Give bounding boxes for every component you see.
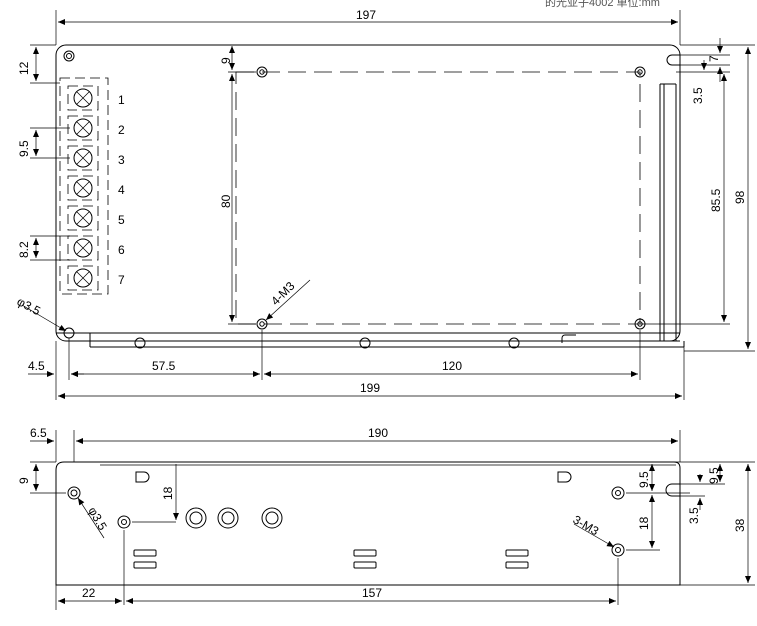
side-screw-right-bottom <box>611 543 625 557</box>
side-screw-right-top <box>611 486 625 500</box>
terminal-screws <box>67 85 99 291</box>
rail-feature-3 <box>508 337 520 349</box>
top-slot <box>666 54 680 66</box>
dim-18-vent-label: 18 <box>161 486 175 500</box>
m3-3-callout: 3-M3 <box>571 512 602 538</box>
terminal-4 <box>67 175 99 201</box>
mount-hole-tl <box>256 66 268 78</box>
rail-feature-2 <box>359 337 371 349</box>
dim-7-label: 7 <box>707 55 721 62</box>
top-plate-outline <box>55 44 681 342</box>
top-view: 1 9 7 <box>15 8 755 400</box>
terminal-label-3: 3 <box>118 153 125 167</box>
side-hole-left <box>67 486 81 500</box>
phi-3-5-side-callout: φ3.5 <box>85 505 110 533</box>
dim-85-5-label: 85.5 <box>709 188 723 212</box>
dim-57-5-label: 57.5 <box>152 359 176 373</box>
mount-hole-tr <box>634 66 646 78</box>
dim-197-label: 197 <box>356 8 376 22</box>
header-note: 的光亚子4002 单位:mm <box>545 0 660 9</box>
terminal-5 <box>67 205 99 231</box>
side-slot <box>665 483 680 497</box>
dim-9-5-label: 9.5 <box>17 140 31 157</box>
side-d-cutout-left <box>135 471 150 483</box>
terminal-label-5: 5 <box>118 213 125 227</box>
pcb-outline <box>235 71 641 325</box>
terminal-label-4: 4 <box>118 183 125 197</box>
rail-feature-1 <box>134 337 146 349</box>
terminal-label-7: 7 <box>118 273 125 287</box>
dim-9-side-label: 9 <box>17 477 31 484</box>
dim-9-label: 9 <box>219 57 233 64</box>
terminal-block-outline <box>59 77 109 295</box>
dim-12-label: 12 <box>17 61 31 75</box>
rail-feature-4 <box>561 334 576 343</box>
terminal-3 <box>67 145 99 171</box>
side-vent-slots <box>133 549 529 569</box>
corner-hole-top <box>63 50 75 62</box>
terminal-label-6: 6 <box>118 243 125 257</box>
dim-9-5-slot-label: 9.5 <box>707 467 721 484</box>
mount-hole-bl <box>256 318 268 330</box>
dim-9-5-side-label: 9.5 <box>637 471 651 488</box>
dim-199-label: 199 <box>360 381 380 395</box>
side-port-1 <box>185 507 207 529</box>
terminal-1 <box>67 85 99 111</box>
dim-98-label: 98 <box>733 190 747 204</box>
side-d-cutout-right <box>557 471 572 483</box>
dim-18-screw-label: 18 <box>637 516 651 530</box>
terminal-7 <box>67 265 99 291</box>
side-port-3 <box>261 507 283 529</box>
side-view: 6.5 190 18 <box>17 426 755 610</box>
dim-3-5-label: 3.5 <box>691 87 705 104</box>
dim-80-label: 80 <box>219 194 233 208</box>
dim-120-label: 120 <box>442 359 462 373</box>
terminal-label-1: 1 <box>118 93 125 107</box>
dim-4-5-label: 4.5 <box>28 359 45 373</box>
m3-4-callout: 4-M3 <box>268 279 297 308</box>
dim-6-5-label: 6.5 <box>30 426 47 440</box>
terminal-label-2: 2 <box>118 123 125 137</box>
terminal-6 <box>67 235 99 261</box>
dim-157-label: 157 <box>362 586 382 600</box>
side-screw-left <box>117 515 131 529</box>
dim-8-2-label: 8.2 <box>17 241 31 258</box>
dim-22-label: 22 <box>82 586 96 600</box>
dim-190-label: 190 <box>368 426 388 440</box>
terminal-2 <box>67 115 99 141</box>
dim-38-label: 38 <box>733 518 747 532</box>
side-port-2 <box>217 507 239 529</box>
dim-3-5-side-label: 3.5 <box>687 507 701 524</box>
